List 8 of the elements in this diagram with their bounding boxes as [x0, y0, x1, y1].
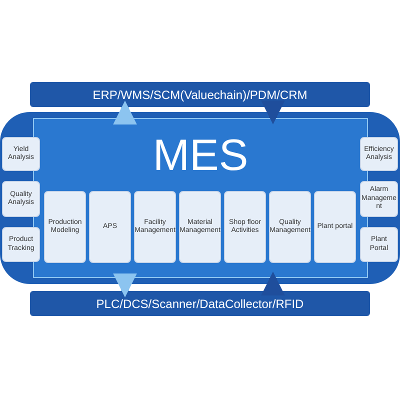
outer-band	[0, 112, 400, 284]
system-bar: ERP/WMS/SCM(Valuechain)/PDM/CRM	[30, 82, 370, 107]
arrow	[113, 273, 137, 298]
arrow	[261, 272, 285, 296]
arrow	[113, 100, 137, 125]
arrow	[261, 100, 285, 124]
title-text: MES	[152, 131, 248, 181]
system-bar: PLC/DCS/Scanner/DataCollector/RFID	[30, 291, 370, 316]
